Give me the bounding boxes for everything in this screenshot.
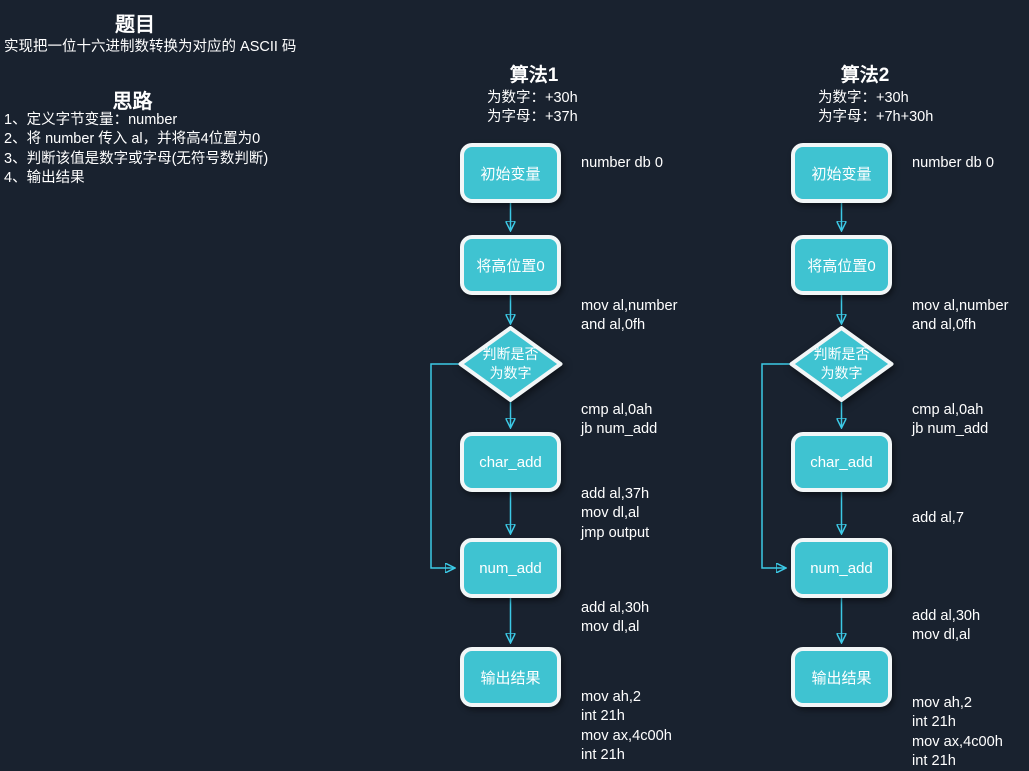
chart-note: 为数字：+30h bbox=[818, 90, 909, 106]
approach-item: 1、定义字节变量：number bbox=[4, 112, 178, 128]
code-annotation: add al,37h mov dl,al jmp output bbox=[581, 485, 649, 543]
node-output[interactable]: 输出结果 bbox=[460, 647, 561, 707]
code-annotation: add al,7 bbox=[912, 509, 964, 528]
decision-label-line: 判断是否 bbox=[813, 346, 870, 362]
node-decision-label: 判断是否 为数字 bbox=[460, 345, 561, 383]
code-line: int 21h bbox=[912, 752, 956, 769]
node-char-add[interactable]: char_add bbox=[791, 432, 892, 492]
node-init-var[interactable]: 初始变量 bbox=[460, 143, 561, 203]
code-annotation: cmp al,0ah jb num_add bbox=[912, 401, 988, 440]
code-line: and al,0fh bbox=[581, 317, 646, 334]
code-line: mov dl,al bbox=[581, 619, 640, 636]
note-page: { "colors": { "background": "#19222f", "… bbox=[4, 14, 1029, 769]
code-annotation: mov al,number and al,0fh bbox=[912, 297, 1009, 336]
approach-item: 4、输出结果 bbox=[4, 170, 85, 187]
chart-note: 为字母：+37h bbox=[487, 109, 578, 125]
code-line: add al,30h bbox=[581, 600, 650, 616]
chart-title: 算法1 bbox=[509, 65, 559, 86]
problem-title-heading: 题目 bbox=[115, 14, 155, 36]
node-decision-is-digit[interactable] bbox=[458, 326, 563, 402]
code-line: number db 0 bbox=[912, 155, 994, 171]
code-line: mov dl,al bbox=[581, 505, 640, 522]
code-line: mov al,number bbox=[912, 298, 1009, 314]
decision-label-line: 为数字 bbox=[820, 365, 863, 381]
code-line: mov ah,2 bbox=[912, 695, 973, 711]
code-line: mov ah,2 bbox=[581, 689, 642, 705]
decision-label-line: 判断是否 bbox=[482, 346, 539, 362]
code-line: and al,0fh bbox=[912, 317, 977, 334]
code-line: add al,7 bbox=[912, 510, 964, 526]
code-line: jb num_add bbox=[581, 421, 658, 438]
node-num-add[interactable]: num_add bbox=[460, 538, 561, 598]
problem-title-text: 实现把一位十六进制数转换为对应的 ASCII 码 bbox=[4, 39, 297, 55]
node-init-var[interactable]: 初始变量 bbox=[791, 143, 892, 203]
chart-note: 为字母：+7h+30h bbox=[818, 109, 934, 125]
code-line: int 21h bbox=[581, 746, 625, 763]
node-decision-is-digit[interactable] bbox=[789, 326, 894, 402]
decision-label-line: 为数字 bbox=[489, 365, 532, 381]
code-annotation: cmp al,0ah jb num_add bbox=[581, 401, 657, 440]
node-clear-high-bits[interactable]: 将高位置0 bbox=[791, 235, 892, 295]
code-annotation: mov ah,2 int 21h mov ax,4c00h int 21h bbox=[581, 688, 672, 765]
code-line: mov ax,4c00h bbox=[912, 733, 1003, 750]
code-line: mov al,number bbox=[581, 298, 678, 314]
code-annotation: add al,30h mov dl,al bbox=[581, 599, 649, 638]
code-line: mov dl,al bbox=[912, 627, 971, 644]
approach-item: 2、将 number 传入 al，并将高4位置为0 bbox=[4, 131, 261, 148]
chart-title: 算法2 bbox=[840, 65, 890, 86]
code-annotation: number db 0 bbox=[581, 154, 663, 173]
code-annotation: mov al,number and al,0fh bbox=[581, 297, 678, 336]
code-annotation: mov ah,2 int 21h mov ax,4c00h int 21h bbox=[912, 694, 1003, 771]
code-annotation: number db 0 bbox=[912, 154, 994, 173]
code-line: mov ax,4c00h bbox=[581, 727, 672, 744]
code-annotation: add al,30h mov dl,al bbox=[912, 607, 980, 646]
node-decision-label: 判断是否 为数字 bbox=[791, 345, 892, 383]
approach-list: 1、定义字节变量：number 2、将 number 传入 al，并将高4位置为… bbox=[4, 111, 268, 189]
flowchart-algorithm-2: 算法2 为数字：+30h 为字母：+7h+30h 初始变量 将高位置0 判断是否… bbox=[761, 55, 1029, 769]
node-clear-high-bits[interactable]: 将高位置0 bbox=[460, 235, 561, 295]
code-line: cmp al,0ah bbox=[581, 402, 653, 418]
code-line: jmp output bbox=[581, 524, 650, 541]
code-line: add al,30h bbox=[912, 608, 981, 624]
code-line: int 21h bbox=[912, 714, 956, 731]
code-line: add al,37h bbox=[581, 486, 650, 502]
code-line: cmp al,0ah bbox=[912, 402, 984, 418]
approach-item: 3、判断该值是数字或字母(无符号数判断) bbox=[4, 150, 269, 167]
code-line: int 21h bbox=[581, 708, 625, 725]
chart-note: 为数字：+30h bbox=[487, 90, 578, 106]
approach-heading: 思路 bbox=[112, 91, 153, 113]
node-output[interactable]: 输出结果 bbox=[791, 647, 892, 707]
node-num-add[interactable]: num_add bbox=[791, 538, 892, 598]
node-char-add[interactable]: char_add bbox=[460, 432, 561, 492]
code-line: jb num_add bbox=[912, 421, 989, 438]
flowchart-algorithm-1: 算法1 为数字：+30h 为字母：+37h 初始变量 将高位置0 判断是否 为数… bbox=[430, 55, 720, 763]
code-line: number db 0 bbox=[581, 155, 663, 171]
